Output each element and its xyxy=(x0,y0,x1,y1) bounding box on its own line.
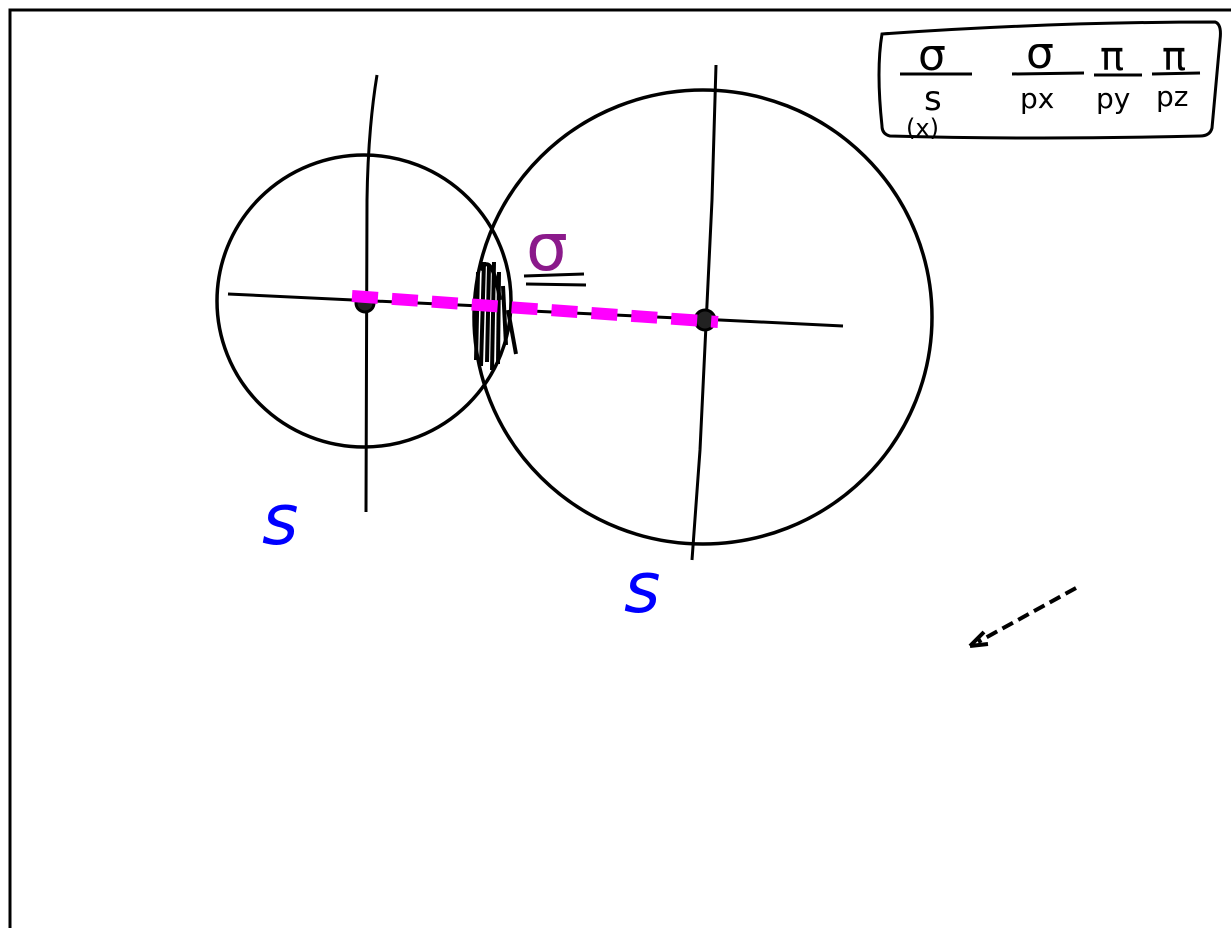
dashed-arrow-head xyxy=(968,630,989,648)
sigma-underline-1 xyxy=(523,272,585,278)
page-frame xyxy=(8,8,1231,928)
overlap-region-shading xyxy=(474,261,518,371)
legend-sigma-px-bottom: px xyxy=(1020,82,1054,115)
legend-entry-pi-py: π py xyxy=(1094,34,1142,115)
right-horizontal-axis xyxy=(509,308,844,328)
legend-entry-pi-pz: π pz xyxy=(1151,34,1201,113)
legend-sigma-px-bar xyxy=(1011,71,1085,76)
left-orbital-circle xyxy=(215,153,513,449)
sigma-bond-axis-highlight xyxy=(351,290,719,328)
legend-pi-py-bottom: py xyxy=(1096,82,1130,115)
dashed-arrow-shaft xyxy=(977,586,1077,644)
legend-box-outline xyxy=(877,20,1222,140)
sigma-underline-2 xyxy=(525,282,587,287)
right-orbital-circle xyxy=(472,88,934,546)
right-orbital-label: s xyxy=(624,547,660,629)
legend-pi-py-top: π xyxy=(1100,34,1124,80)
legend-sigma-px-top: σ xyxy=(1026,28,1054,79)
legend-pi-pz-bottom: pz xyxy=(1156,80,1188,113)
sigma-bond-label: σ xyxy=(526,209,568,286)
sigma-bond-label-group: σ xyxy=(523,209,587,287)
legend-sigma-s-sub: (x) xyxy=(906,114,939,142)
legend-pi-pz-bar xyxy=(1151,71,1201,76)
legend-entry-sigma-px: σ px xyxy=(1011,28,1085,115)
legend-box: σ s (x) σ px π py π pz xyxy=(877,20,1222,142)
right-s-orbital xyxy=(472,64,934,561)
left-vertical-axis xyxy=(364,74,379,513)
legend-sigma-s-bottom: s xyxy=(924,79,942,119)
left-orbital-label: s xyxy=(262,479,298,561)
legend-entry-sigma-s: σ s (x) xyxy=(900,30,972,142)
dashed-arrow xyxy=(968,586,1077,648)
